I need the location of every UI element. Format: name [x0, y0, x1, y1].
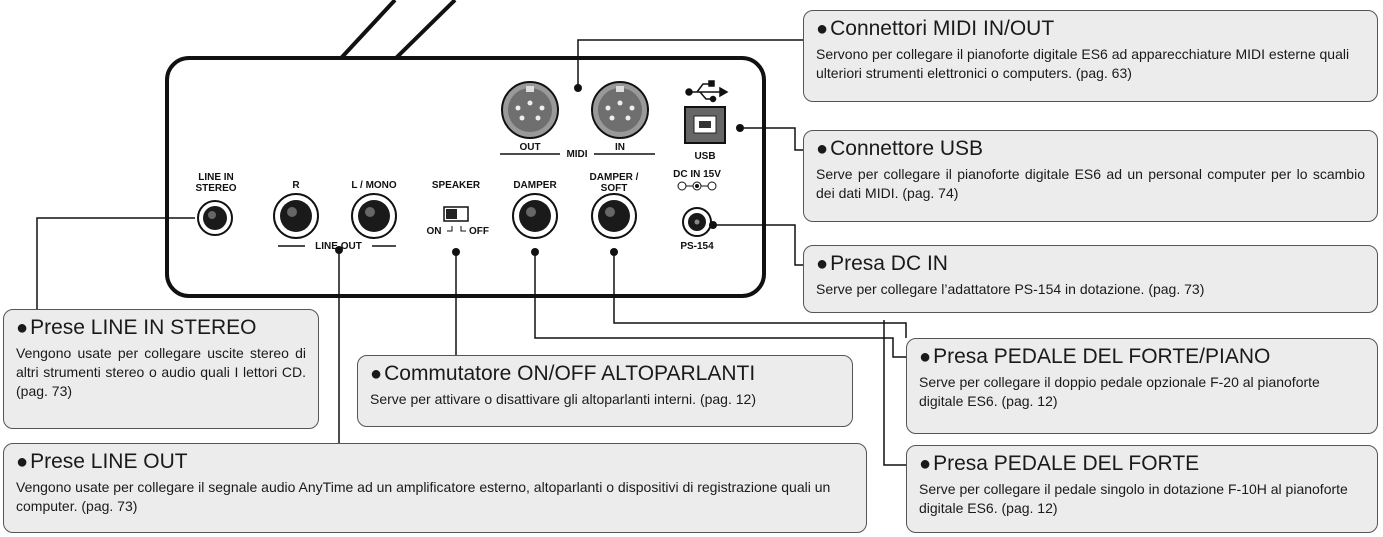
callout-title: ●Prese LINE IN STEREO — [16, 316, 306, 340]
callout-title-text: Presa PEDALE DEL FORTE — [933, 452, 1200, 475]
callout-title-text: Presa DC IN — [830, 252, 948, 275]
speaker-label: SPEAKER — [431, 180, 481, 191]
callout-pedale-forte: ●Presa PEDALE DEL FORTE Serve per colleg… — [906, 445, 1378, 533]
speaker-on-label: ON — [426, 226, 442, 237]
midi-in-label: IN — [615, 142, 625, 153]
callout-midi: ●Connettori MIDI IN/OUT Servono per coll… — [803, 10, 1378, 102]
midi-out-label: OUT — [519, 142, 541, 153]
line-in-jack — [197, 200, 233, 236]
leader-midi — [577, 39, 803, 88]
leader-damper — [534, 252, 906, 358]
leader-forte — [883, 320, 906, 466]
callout-title-text: Presa PEDALE DEL FORTE/PIANO — [933, 345, 1271, 368]
callout-title: ●Presa PEDALE DEL FORTE — [919, 452, 1365, 476]
callout-title: ●Commutatore ON/OFF ALTOPARLANTI — [370, 362, 840, 386]
callout-pedale-forte-piano: ●Presa PEDALE DEL FORTE/PIANO Serve per … — [906, 338, 1378, 434]
line-in-stereo-label: LINE IN STEREO — [195, 172, 237, 194]
callout-title-text: Commutatore ON/OFF ALTOPARLANTI — [384, 362, 756, 385]
callout-title: ●Presa DC IN — [816, 252, 1365, 276]
callout-title-text: Connettore USB — [830, 137, 984, 160]
damper-jack — [512, 193, 558, 239]
callout-description: Serve per collegare il doppio pedale opz… — [919, 374, 1320, 409]
usb-label: USB — [694, 151, 716, 162]
dc-in-jack — [682, 207, 712, 237]
callout-description: Vengono usate per collegare il segnale a… — [16, 479, 831, 514]
midi-label: MIDI — [566, 149, 588, 160]
callout-description: Serve per attivare o disattivare gli alt… — [370, 391, 756, 407]
bullet-icon: ● — [816, 18, 829, 40]
bullet-icon: ● — [816, 138, 829, 160]
bullet-icon: ● — [919, 453, 932, 475]
usb-icon — [685, 80, 729, 103]
midi-in-connector — [591, 81, 649, 139]
callout-title-text: Connettori MIDI IN/OUT — [830, 17, 1055, 40]
ps-154-label: PS-154 — [680, 241, 714, 252]
callout-title: ●Prese LINE OUT — [16, 450, 854, 474]
callout-title-text: Prese LINE OUT — [30, 450, 188, 473]
damper-soft-label: DAMPER / SOFT — [589, 172, 639, 194]
callout-description: Serve per collegare il pedale singolo in… — [919, 481, 1348, 516]
dc-polarity-icon — [677, 181, 717, 191]
l-mono-label: L / MONO — [351, 180, 397, 191]
callout-speaker-switch: ●Commutatore ON/OFF ALTOPARLANTI Serve p… — [357, 355, 853, 427]
leader-damper-soft — [613, 252, 907, 338]
line-out-r-jack — [273, 193, 319, 239]
callout-description: Servono per collegare il pianoforte digi… — [816, 46, 1350, 81]
leader-dc-in — [713, 224, 803, 266]
damper-soft-jack — [591, 193, 637, 239]
callout-line-in-stereo: ●Prese LINE IN STEREO Vengono usate per … — [3, 309, 319, 429]
leader-lines — [36, 39, 907, 466]
callout-title-text: Prese LINE IN STEREO — [30, 316, 257, 339]
bullet-icon: ● — [816, 253, 829, 275]
midi-out-connector — [501, 81, 559, 139]
callout-description: Serve per collegare l’adattatore PS-154 … — [816, 281, 1205, 297]
callout-usb: ●Connettore USB Serve per collegare il p… — [803, 130, 1378, 222]
speaker-off-label: OFF — [469, 226, 489, 237]
callout-title: ●Presa PEDALE DEL FORTE/PIANO — [919, 345, 1365, 369]
callout-description: Serve per collegare il pianoforte digita… — [816, 166, 1365, 201]
usb-connector — [684, 106, 726, 144]
callout-title: ●Connettore USB — [816, 137, 1365, 161]
bullet-icon: ● — [16, 451, 29, 473]
line-out-l-mono-jack — [351, 193, 397, 239]
r-label: R — [292, 180, 300, 191]
callout-title: ●Connettori MIDI IN/OUT — [816, 17, 1365, 41]
callout-description: Vengono usate per collegare uscite stere… — [16, 345, 306, 399]
callout-dc-in: ●Presa DC IN Serve per collegare l’adatt… — [803, 245, 1378, 313]
bullet-icon: ● — [919, 346, 932, 368]
bullet-icon: ● — [370, 363, 383, 385]
leader-usb — [740, 127, 803, 151]
dc-in-label: DC IN 15V — [673, 169, 721, 180]
damper-label: DAMPER — [513, 180, 557, 191]
leader-dots — [335, 84, 744, 256]
callout-line-out: ●Prese LINE OUT Vengono usate per colleg… — [3, 443, 867, 533]
bullet-icon: ● — [16, 317, 29, 339]
speaker-switch — [443, 206, 469, 232]
leader-line-in — [36, 217, 195, 309]
line-out-label: LINE OUT — [315, 241, 362, 252]
